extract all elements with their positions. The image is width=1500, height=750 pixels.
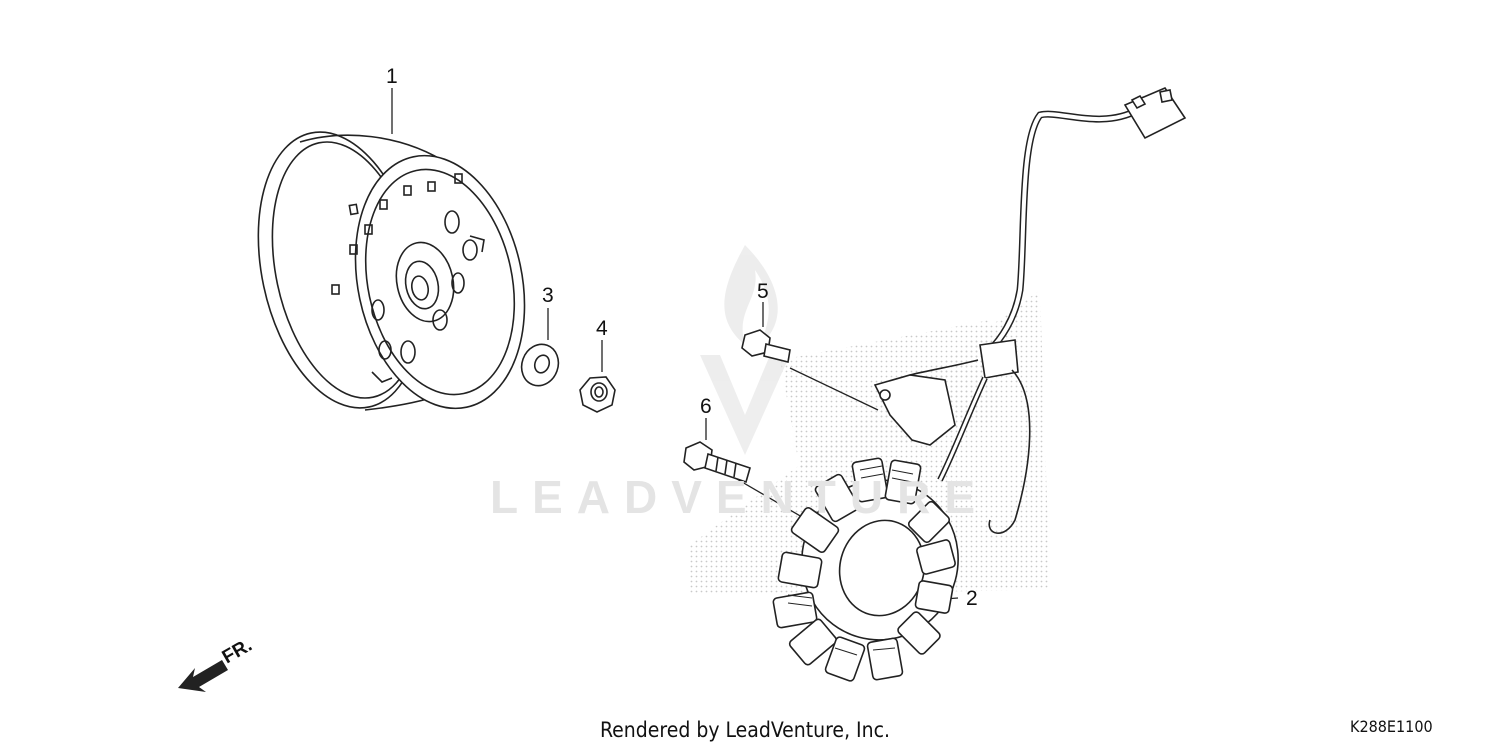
watermark-text: LEADVENTURE: [490, 471, 990, 523]
callout-4: 4: [596, 317, 608, 340]
callout-6: 6: [700, 395, 712, 418]
front-arrow-icon: [178, 660, 228, 692]
bolt-icon: [741, 329, 791, 363]
leadventure-logo: [700, 245, 790, 455]
callout-1: 1: [386, 65, 398, 88]
bolt-icon: [683, 441, 751, 484]
diagram-code: K288E1100: [1350, 717, 1433, 736]
stator-icon: [772, 87, 1187, 682]
callout-5: 5: [757, 280, 769, 303]
flywheel-icon: [257, 131, 526, 411]
callout-2: 2: [966, 587, 978, 610]
nut-icon: [579, 376, 616, 413]
callout-3: 3: [542, 284, 554, 307]
footer-credit: Rendered by LeadVenture, Inc.: [600, 718, 890, 742]
washer-icon: [520, 343, 560, 387]
